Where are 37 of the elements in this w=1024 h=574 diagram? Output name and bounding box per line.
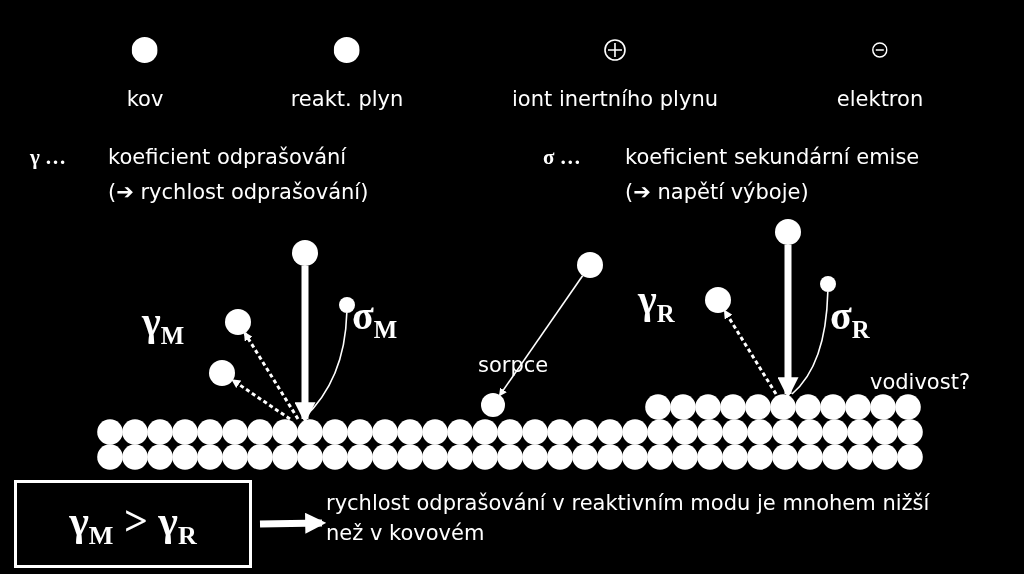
- dotted-arrow: [243, 331, 300, 420]
- symbol-label: γ$_{R}$: [638, 278, 675, 327]
- text-label: koeficient sekundární emise: [625, 146, 920, 170]
- conclusion-text: rychlost odprašování v reaktivním modu je mnohem nižší než v kovovém: [326, 488, 966, 549]
- symbol-label: σ$_{R}$: [830, 294, 870, 343]
- text-label: (➔ napětí výboje): [625, 181, 809, 205]
- symbol-label: σ$_{M}$: [352, 294, 398, 343]
- arrow: [498, 274, 584, 397]
- particle-circle: [292, 240, 318, 266]
- dotted-arrow: [231, 379, 291, 421]
- legend-label: elektron: [836, 87, 924, 111]
- atom-layer-drawing: [645, 394, 921, 420]
- particle-circle: [820, 276, 836, 292]
- particle-circle: [209, 360, 235, 386]
- thick-arrow: [294, 266, 316, 424]
- particle-circle: [577, 252, 603, 278]
- symbol-label: γ …: [30, 146, 67, 170]
- thick-arrow: [259, 512, 327, 534]
- curved-line: [302, 312, 348, 420]
- atom-layer-drawing: [97, 419, 923, 470]
- symbol-label: γ$_{M}$: [142, 300, 185, 349]
- particle-circle: [481, 393, 505, 417]
- text-label: koeficient odprašování: [108, 146, 347, 170]
- symbol-label: σ …: [543, 146, 581, 170]
- particle-circle: [705, 287, 731, 313]
- text-label: (➔ rychlost odprašování): [108, 181, 369, 205]
- text-label: vodivost?: [870, 371, 971, 395]
- particle-circle: [775, 219, 801, 245]
- legend-label: kov: [126, 87, 164, 111]
- formula-box: γ$_{M}$ > γ$_{R}$: [14, 480, 252, 568]
- particle-circle: [225, 309, 251, 335]
- thick-arrow: [777, 245, 799, 399]
- curved-line: [791, 291, 829, 395]
- particle-circle: [339, 297, 355, 313]
- dotted-arrow: [723, 309, 778, 395]
- legend-label: reakt. plyn: [290, 87, 404, 111]
- legend-label: iont inertního plynu: [512, 87, 718, 111]
